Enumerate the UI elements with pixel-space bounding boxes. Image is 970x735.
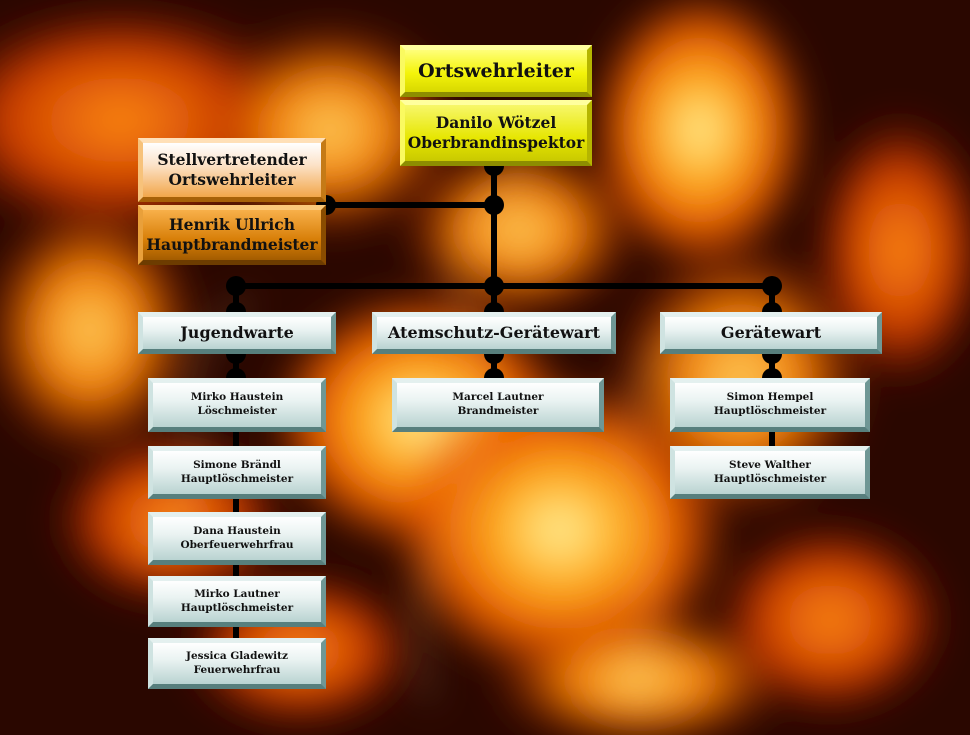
deputy-title-line1: Stellvertretender bbox=[157, 149, 307, 169]
member-rank: Löschmeister bbox=[197, 405, 277, 417]
member-box: Mirko Haustein Löschmeister bbox=[148, 378, 326, 432]
leader-rank: Oberbrandinspektor bbox=[407, 133, 585, 152]
member-rank: Brandmeister bbox=[457, 405, 539, 417]
member-box: Mirko Lautner Hauptlöschmeister bbox=[148, 576, 326, 627]
department-title: Jugendwarte bbox=[180, 322, 294, 342]
member-rank: Hauptlöschmeister bbox=[713, 472, 827, 485]
deputy-person-box: Henrik Ullrich Hauptbrandmeister bbox=[138, 205, 326, 265]
department-header-jugendwarte: Jugendwarte bbox=[138, 312, 336, 354]
member-box: Simone Brändl Hauptlöschmeister bbox=[148, 446, 326, 499]
member-rank: Hauptlöschmeister bbox=[180, 472, 294, 485]
member-name: Simone Brändl bbox=[193, 458, 281, 471]
member-rank: Oberfeuerwehrfrau bbox=[180, 538, 294, 551]
member-name: Steve Walther bbox=[729, 458, 811, 471]
deputy-title-line2: Ortswehrleiter bbox=[168, 170, 296, 189]
member-box: Steve Walther Hauptlöschmeister bbox=[670, 446, 870, 499]
member-rank: Hauptlöschmeister bbox=[180, 601, 294, 614]
member-name: Simon Hempel bbox=[726, 391, 814, 404]
member-name: Marcel Lautner bbox=[452, 391, 544, 404]
member-name: Mirko Lautner bbox=[194, 587, 280, 600]
member-name: Mirko Haustein bbox=[190, 391, 284, 404]
deputy-title-box: Stellvertretender Ortswehrleiter bbox=[138, 138, 326, 202]
department-header-atemschutz: Atemschutz-Gerätewart bbox=[372, 312, 616, 354]
member-rank: Feuerwehrfrau bbox=[193, 663, 281, 676]
deputy-name: Henrik Ullrich bbox=[168, 214, 296, 234]
department-title: Atemschutz-Gerätewart bbox=[388, 322, 600, 342]
department-header-geraetewart: Gerätewart bbox=[660, 312, 882, 354]
leader-title: Ortswehrleiter bbox=[418, 59, 574, 82]
member-rank: Hauptlöschmeister bbox=[713, 405, 827, 417]
member-name: Dana Haustein bbox=[193, 524, 281, 537]
member-box: Simon Hempel Hauptlöschmeister bbox=[670, 378, 870, 432]
leader-person-box: Danilo Wötzel Oberbrandinspektor bbox=[400, 100, 592, 166]
deputy-rank: Hauptbrandmeister bbox=[146, 235, 318, 254]
leader-title-box: Ortswehrleiter bbox=[400, 45, 592, 97]
leader-name: Danilo Wötzel bbox=[435, 112, 557, 132]
department-title: Gerätewart bbox=[720, 322, 822, 342]
member-name: Jessica Gladewitz bbox=[186, 649, 288, 662]
member-box: Jessica Gladewitz Feuerwehrfrau bbox=[148, 638, 326, 689]
member-box: Marcel Lautner Brandmeister bbox=[392, 378, 604, 432]
member-box: Dana Haustein Oberfeuerwehrfrau bbox=[148, 512, 326, 565]
